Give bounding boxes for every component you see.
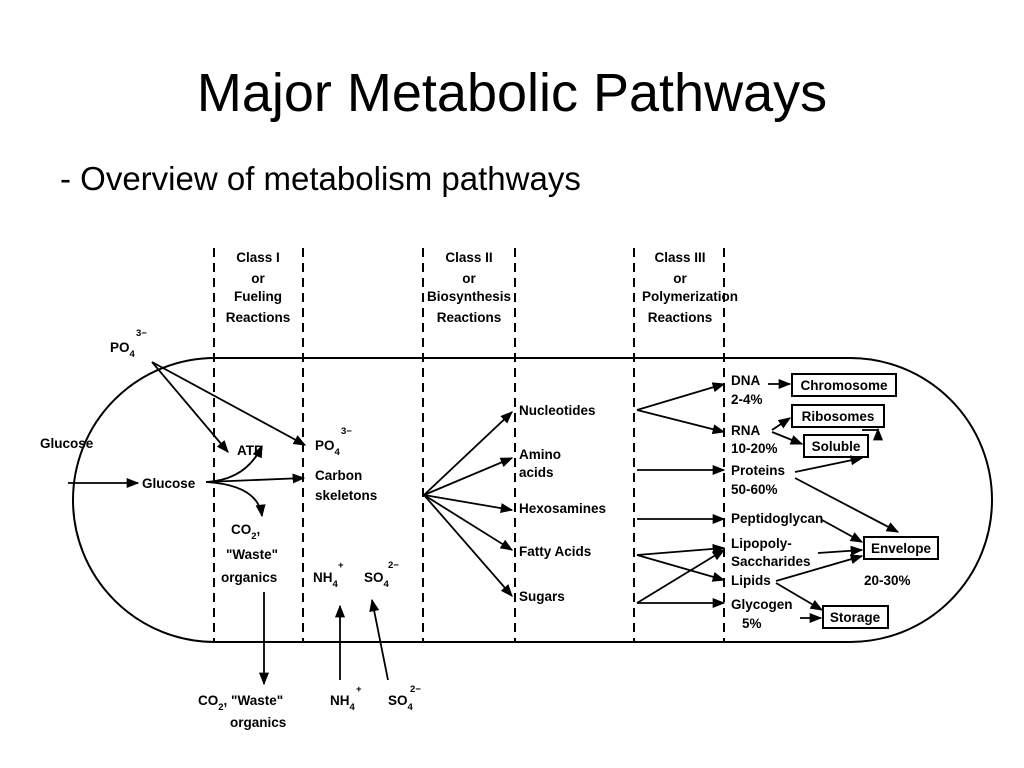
label-fatty-acids: Fatty Acids [519,544,591,559]
svg-text:Reactions: Reactions [437,310,502,325]
structure-arrows [768,378,900,624]
svg-text:Biosynthesis: Biosynthesis [427,289,511,304]
label-rna: RNA [731,423,760,438]
svg-text:NH4: NH4 [330,693,356,713]
label-glucose-outside: Glucose [40,436,94,451]
arrow-glucose-to-co2 [205,481,266,518]
header-class2: Class II or Biosynthesis Reactions [427,250,511,325]
svg-text:Reactions: Reactions [648,310,713,325]
label-lipids: Lipids [731,573,771,588]
label-so4-bottom: SO4 2− [388,684,421,713]
svg-text:CO2, "Waste": CO2, "Waste" [198,693,283,713]
svg-text:Chromosome: Chromosome [800,378,888,393]
svg-text:Storage: Storage [830,610,881,625]
label-hexosamines: Hexosamines [519,501,606,516]
label-glycogen: Glycogen [731,597,793,612]
label-co2-waste: CO2, "Waste" organics [221,522,278,585]
svg-text:Soluble: Soluble [812,439,861,454]
svg-text:Ribosomes: Ribosomes [802,409,875,424]
arrow-glucose-to-carbon [205,473,306,484]
svg-text:CO2,: CO2, [231,522,260,542]
box-envelope: Envelope [863,536,939,560]
label-nh4-bottom: NH4 + [330,684,362,713]
svg-text:SO4: SO4 [364,570,390,590]
label-carbon: Carbon [315,468,362,483]
svg-text:NH4: NH4 [313,570,339,590]
svg-text:or: or [673,271,687,286]
box-storage: Storage [822,605,889,629]
svg-text:3−: 3− [341,426,352,437]
polymerization-arrows [636,382,726,609]
label-so4-inner: SO4 2− [364,560,399,590]
label-lipopoly: Lipopoly- [731,536,792,551]
label-nh4-inner: NH4 + [313,560,344,590]
header-class3: Class III or Polymerization Reactions [642,250,738,325]
box-soluble: Soluble [803,434,869,458]
box-chromosome: Chromosome [791,373,897,397]
label-po4-outside: PO4 3− [110,328,147,360]
label-proteins: Proteins [731,463,785,478]
label-nucleotides: Nucleotides [519,403,596,418]
label-skeletons: skeletons [315,488,377,503]
label-po4-inner: PO4 3− [315,426,352,458]
arrow-po4-to-atp [151,361,229,453]
label-envelope-pct: 20-30% [864,573,911,588]
label-glucose-inside: Glucose [142,476,196,491]
svg-text:PO4: PO4 [110,340,136,360]
biosynthesis-arrows [423,411,514,597]
cell-outline [72,357,993,643]
svg-text:Polymerization: Polymerization [642,289,738,304]
slide-title: Major Metabolic Pathways [196,63,828,123]
svg-text:organics: organics [221,570,277,585]
label-dna-pct: 2-4% [731,392,763,407]
label-glycogen-pct: 5% [742,616,762,631]
svg-text:PO4: PO4 [315,438,341,458]
label-peptidoglycan: Peptidoglycan [731,511,823,526]
svg-text:or: or [251,271,265,286]
svg-text:Reactions: Reactions [226,310,291,325]
svg-text:Fueling: Fueling [234,289,282,304]
svg-text:+: + [356,684,362,695]
svg-text:2−: 2− [410,684,421,695]
label-sugars: Sugars [519,589,565,604]
svg-text:Class II: Class II [445,250,492,265]
label-saccharides: Saccharides [731,554,811,569]
box-ribosomes: Ribosomes [791,404,885,428]
arrow-so4-in [369,598,389,681]
svg-text:3−: 3− [136,328,147,339]
label-amino: Amino [519,447,561,462]
arrow-po4-to-po4-inner [151,361,307,446]
svg-text:Envelope: Envelope [871,541,932,556]
svg-text:Class III: Class III [654,250,705,265]
header-class1: Class I or Fueling Reactions [226,250,291,325]
label-acids: acids [519,465,554,480]
svg-text:SO4: SO4 [388,693,414,713]
svg-text:or: or [462,271,476,286]
svg-text:Class I: Class I [236,250,280,265]
label-proteins-pct: 50-60% [731,482,778,497]
svg-text:organics: organics [230,715,286,730]
slide-subtitle: - Overview of metabolism pathways [60,160,581,197]
label-co2-waste-bottom: CO2, "Waste" organics [198,693,286,730]
label-rna-pct: 10-20% [731,441,778,456]
svg-text:2−: 2− [388,560,399,571]
svg-text:"Waste": "Waste" [226,547,278,562]
svg-text:+: + [338,560,344,571]
label-dna: DNA [731,373,760,388]
